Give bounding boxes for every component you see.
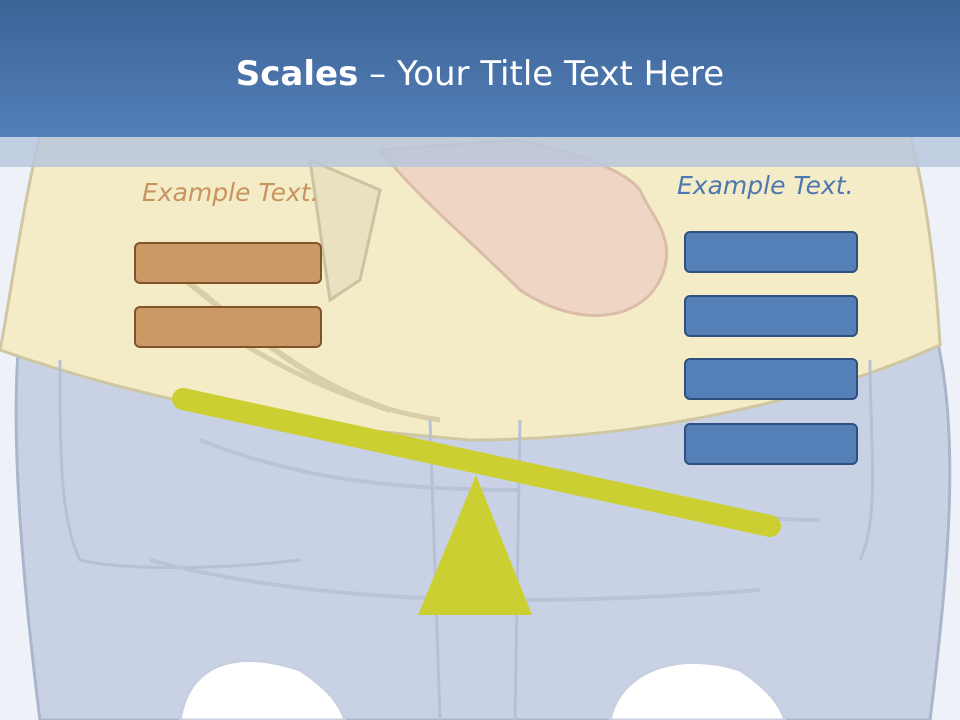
right-weight-box-2[interactable]	[684, 295, 858, 337]
triangle-fulcrum-icon	[418, 475, 532, 615]
left-weight-box-1[interactable]	[134, 242, 322, 284]
title-bold: Scales	[235, 54, 359, 94]
title-underbar	[0, 137, 960, 167]
right-example-text: Example Text.	[677, 171, 854, 200]
title-bar	[0, 0, 960, 137]
balance-beam	[172, 388, 781, 537]
title-rest: – Your Title Text Here	[358, 54, 725, 94]
page-title: Scales – Your Title Text Here	[0, 52, 960, 96]
left-weight-box-2[interactable]	[134, 306, 322, 348]
right-weight-box-3[interactable]	[684, 358, 858, 400]
right-weight-box-4[interactable]	[684, 423, 858, 465]
left-example-text: Example Text.	[142, 178, 319, 207]
right-weight-box-1[interactable]	[684, 231, 858, 273]
